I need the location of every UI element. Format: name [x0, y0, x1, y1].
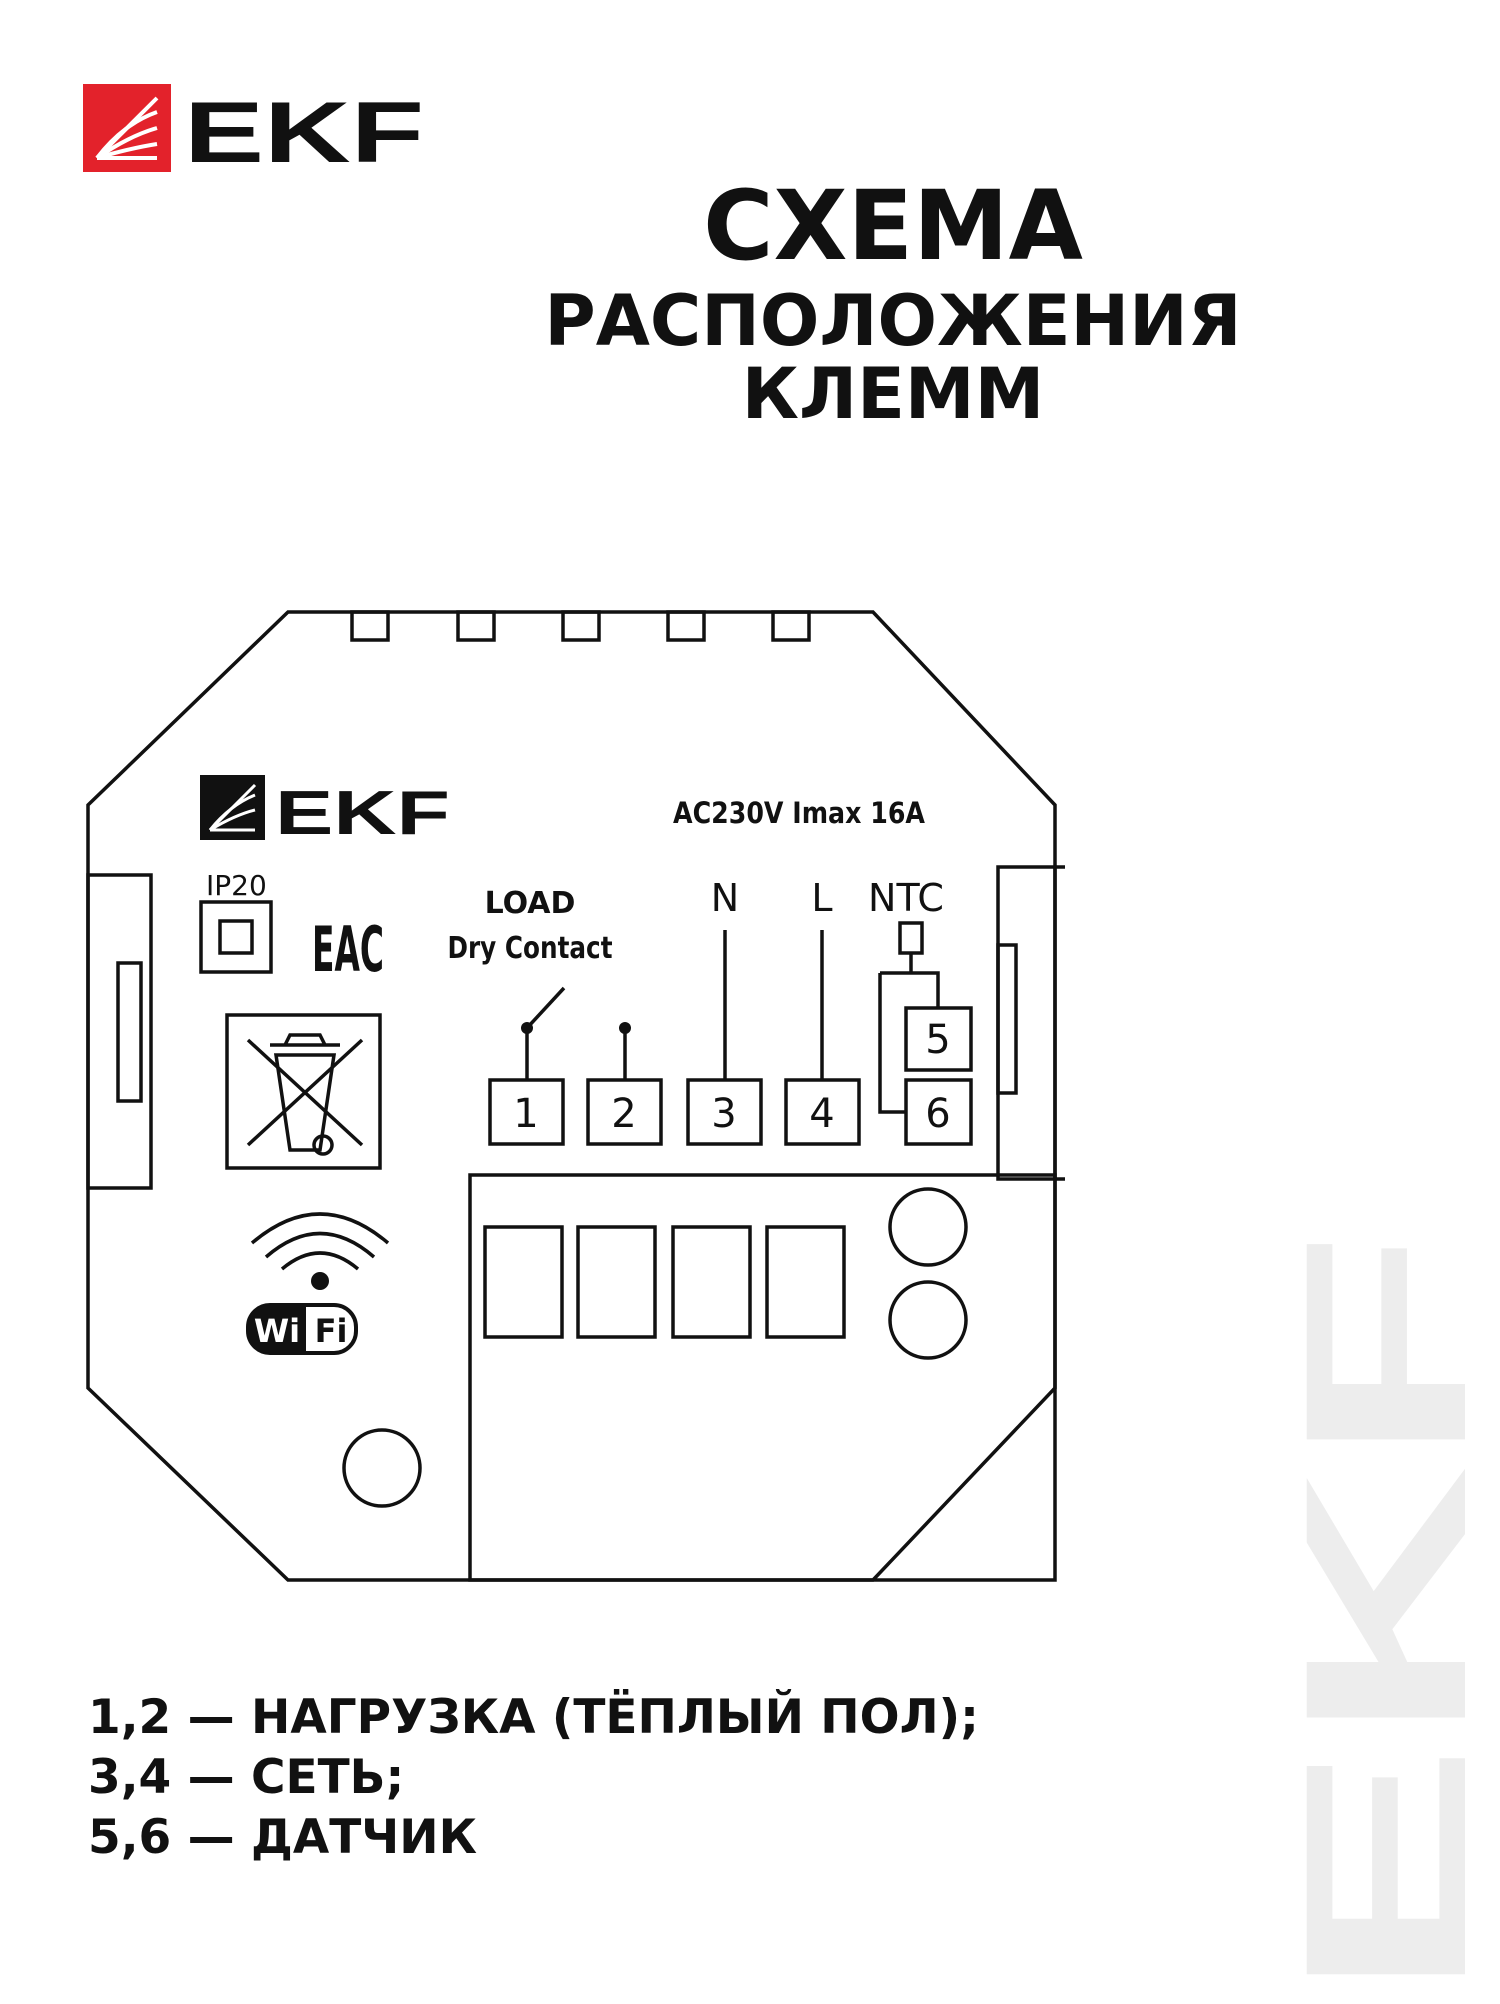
terminal-4-number: 4 — [809, 1091, 834, 1137]
top-tabs — [350, 610, 811, 642]
wifi-label-right: Fi — [315, 1312, 348, 1350]
terminal-2-number: 2 — [611, 1091, 636, 1137]
terminal-legend: 1,2 — НАГРУЗКА (ТЁПЛЫЙ ПОЛ); 3,4 — СЕТЬ;… — [88, 1688, 979, 1868]
screw-slot-4 — [765, 1225, 846, 1339]
device-ekf-logo: EKF — [200, 775, 450, 848]
terminal-1-number: 1 — [513, 1091, 538, 1137]
wifi-icon — [250, 1212, 390, 1271]
terminal-block — [468, 1173, 1057, 1582]
legend-line-2: 3,4 — СЕТЬ; — [88, 1750, 405, 1805]
left-clip — [86, 873, 153, 1190]
label-n: N — [711, 876, 739, 920]
wifi-badge: Wi Fi — [246, 1303, 358, 1355]
legend-line-3: 5,6 — ДАТЧИК — [88, 1810, 478, 1865]
screw-slot-3 — [671, 1225, 752, 1339]
ekf-watermark: EKF — [1257, 1230, 1500, 2004]
title-line-2: РАСПОЛОЖЕНИЯ — [544, 280, 1242, 362]
legend-line-1: 1,2 — НАГРУЗКА (ТЁПЛЫЙ ПОЛ); — [88, 1690, 979, 1745]
label-ntc: NTC — [868, 876, 944, 920]
screw-slot-1 — [483, 1225, 564, 1339]
device-outline — [86, 610, 1057, 1582]
dry-contact-label: Dry Contact — [448, 931, 613, 966]
label-l: L — [811, 876, 832, 920]
ekf-logo-text: EKF — [184, 85, 424, 174]
terminal-5-number: 5 — [925, 1017, 950, 1063]
screw-round-1 — [888, 1187, 968, 1267]
terminal-3-number: 3 — [711, 1091, 736, 1137]
right-clip — [996, 865, 1065, 1181]
terminal-6-number: 6 — [925, 1091, 950, 1137]
terminal-diagram: EKF AC230V Imax 16A IP20 EAC LOAD Dry Co… — [80, 605, 1070, 1599]
device-brand-text: EKF — [275, 779, 450, 848]
title-line-3: КЛЕММ — [741, 353, 1045, 435]
screw-slot-2 — [576, 1225, 657, 1339]
ekf-logo: EKF — [83, 84, 428, 181]
rating-label: AC230V Imax 16A — [673, 796, 925, 830]
eac-mark-icon: EAC — [312, 913, 384, 986]
weee-bin-icon — [225, 1013, 382, 1170]
load-label: LOAD — [485, 886, 576, 921]
ip20-label: IP20 — [206, 869, 267, 902]
mount-hole — [342, 1428, 422, 1508]
screw-round-2 — [888, 1280, 968, 1360]
title-line-1: СХЕМА — [703, 170, 1083, 282]
ip20-icon — [199, 900, 273, 974]
watermark-text: EKF — [1290, 1230, 1500, 2000]
ntc-sensor-icon — [878, 921, 940, 1114]
wifi-label-left: Wi — [254, 1312, 300, 1350]
